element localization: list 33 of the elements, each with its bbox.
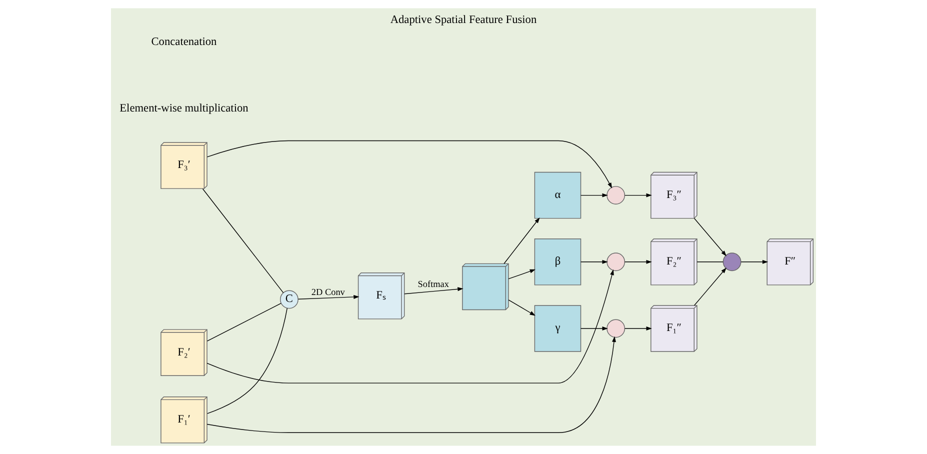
connector: [202, 188, 284, 294]
diagram-title: Adaptive Spatial Feature Fusion: [390, 14, 537, 26]
node-circle: [606, 319, 626, 338]
arrow: [508, 269, 536, 280]
node-box: β: [534, 238, 582, 286]
node-box: α: [534, 172, 582, 219]
connector: [206, 308, 288, 414]
connector: [206, 302, 282, 342]
arrow: [624, 326, 652, 330]
arrow: [504, 218, 540, 264]
arrow: [740, 260, 768, 264]
arrow: [298, 294, 360, 300]
legend-label: Concatenation: [151, 36, 217, 48]
arrow: [206, 336, 616, 433]
arrow: [580, 260, 608, 264]
arrow: [694, 268, 726, 306]
arrow: [580, 326, 608, 330]
arrow: [508, 300, 536, 316]
arrow: [694, 218, 726, 256]
arrow: [404, 287, 464, 294]
arrow: [206, 140, 612, 188]
edge-label: 2D Conv: [311, 286, 345, 297]
node-circle: [722, 252, 742, 272]
arrow: [206, 269, 614, 384]
arrow: [624, 193, 652, 198]
node-circle: [606, 186, 626, 204]
node-circle: [606, 252, 626, 272]
edge-label: Softmax: [418, 278, 449, 289]
node-circle: C: [280, 290, 298, 309]
node-box: γ: [534, 305, 582, 352]
legend-label: Element-wise multiplication: [120, 102, 248, 115]
arrow: [580, 193, 608, 198]
arrow: [624, 260, 652, 264]
